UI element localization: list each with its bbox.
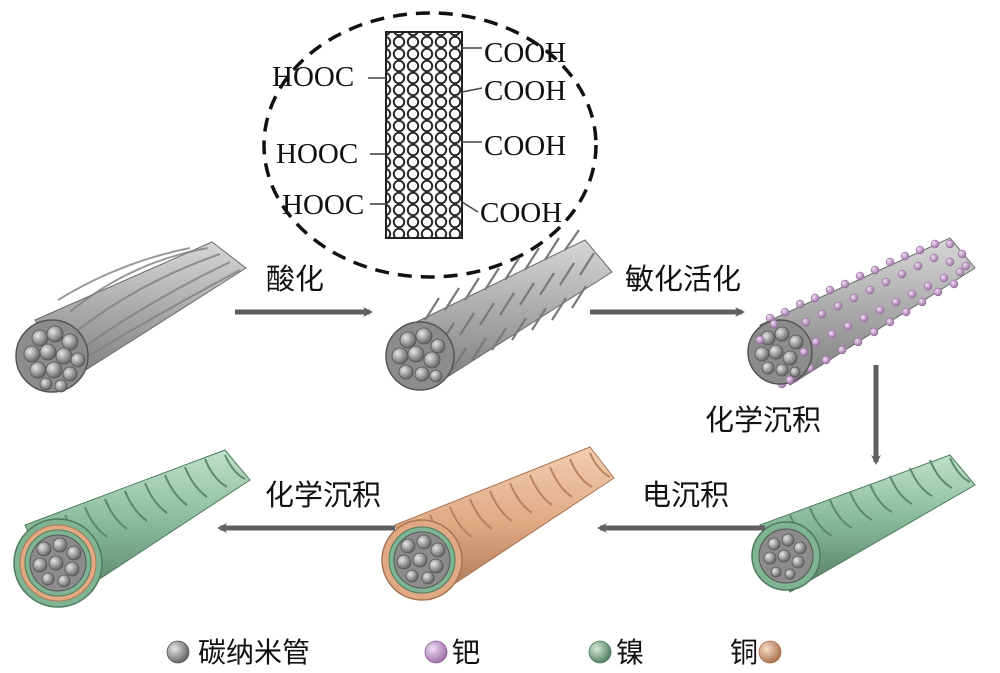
cooh-label-4: COOH: [480, 197, 562, 229]
hooc-label-3: HOOC: [282, 189, 364, 221]
zoom-bubble: COOH COOH COOH COOH HOOC HOOC HOOC: [262, 11, 598, 301]
step-label-chemical-deposition-1: 化学沉积: [705, 403, 821, 437]
legend-label-copper: 铜: [730, 636, 758, 669]
cooh-label-2: COOH: [484, 75, 566, 107]
cooh-label-3: COOH: [484, 130, 566, 162]
step-label-chemical-deposition-2: 化学沉积: [265, 478, 381, 512]
legend-label-nickel: 镍: [616, 636, 644, 669]
cnt-bundle-pristine: [15, 241, 247, 393]
legend-swatch-cnt: [166, 640, 190, 664]
legend-swatch-copper: [758, 640, 782, 664]
cnt-bundle-acidified: [385, 229, 613, 391]
process-arrows: [217, 307, 881, 533]
cooh-label-1: COOH: [484, 37, 566, 69]
carbon-nanotube-lattice: [385, 31, 463, 239]
hooc-label-2: HOOC: [276, 138, 358, 170]
cnt-bundle-palladium: [747, 237, 976, 389]
cnt-bundle-nickel-final: [13, 449, 251, 608]
hooc-label-1: HOOC: [272, 61, 354, 93]
legend-label-cnt: 碳纳米管: [198, 636, 310, 669]
step-label-electrodeposition: 电沉积: [642, 478, 729, 512]
legend-swatch-palladium: [424, 640, 448, 664]
legend-swatch-nickel: [588, 640, 612, 664]
step-label-sensitization: 敏化活化: [625, 262, 741, 296]
legend-label-palladium: 钯: [452, 636, 480, 669]
cnt-bundle-nickel: [751, 454, 976, 593]
legend: 碳纳米管 钯 镍 铜: [166, 636, 782, 669]
step-label-acidification: 酸化: [266, 262, 324, 296]
cnt-bundle-copper: [381, 446, 615, 601]
